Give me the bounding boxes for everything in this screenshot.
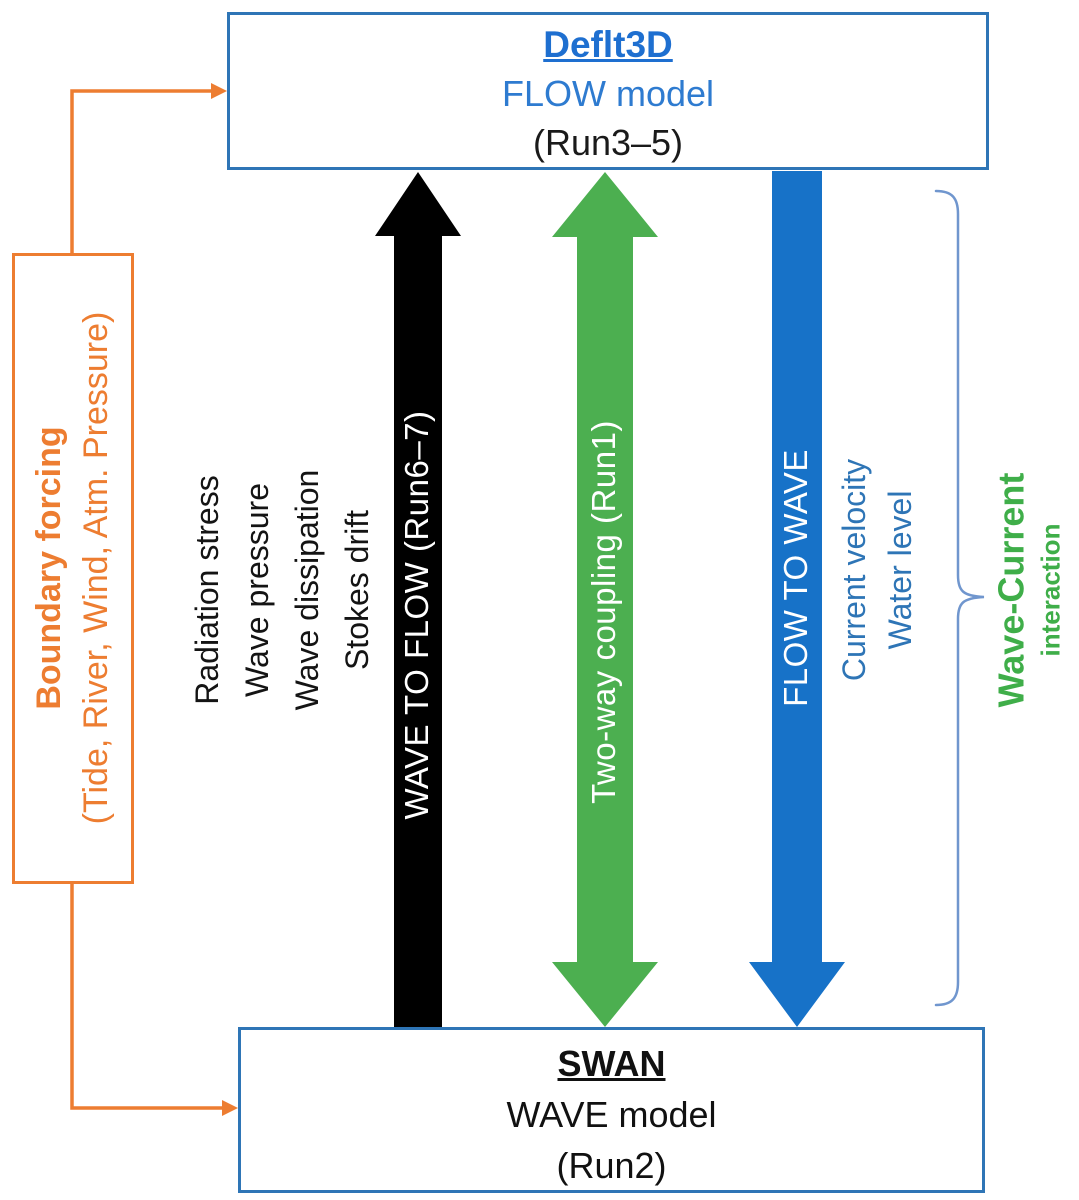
transfer-radiation-stress: Radiation stress [189, 475, 225, 705]
two-way-coupling-arrow [552, 172, 658, 1027]
wave-to-flow-arrow [375, 172, 461, 1027]
flow-box-run-label: (Run3–5) [532, 122, 684, 163]
flow-box-subtitle: FLOW model [501, 73, 715, 114]
wave-current-title: Wave-Current [990, 472, 1032, 708]
transfer-water-level: Water level [882, 490, 918, 650]
wave-model-box: SWAN WAVE model (Run2) [238, 1027, 985, 1193]
boundary-to-wave-connector [70, 884, 225, 1110]
two-way-coupling-label: Two-way coupling (Run1) [585, 420, 622, 804]
boundary-forcing-text: Boundary forcing (Tide, River, Wind, Atm… [26, 312, 120, 825]
boundary-to-flow-connector [70, 89, 214, 253]
flow-to-wave-transfers: Current velocity Water level [831, 459, 923, 681]
wave-to-flow-transfers: Radiation stress Wave pressure Wave diss… [182, 470, 382, 711]
wave-current-subtitle: interaction [1035, 523, 1066, 657]
flow-to-wave-arrow [749, 171, 845, 1027]
boundary-to-wave-arrowhead [222, 1100, 238, 1116]
boundary-forcing-box [12, 253, 134, 884]
transfer-wave-pressure: Wave pressure [239, 483, 275, 698]
boundary-forcing-title: Boundary forcing [30, 426, 68, 710]
boundary-to-flow-arrowhead [211, 83, 227, 99]
wave-box-subtitle: WAVE model [506, 1094, 717, 1135]
wave-box-title: SWAN [557, 1043, 666, 1084]
wave-box-run-label: (Run2) [556, 1145, 667, 1186]
flow-box-title: Deflt3D [543, 24, 673, 65]
wave-current-annotation: Wave-Current interaction [989, 473, 1068, 708]
transfer-wave-dissipation: Wave dissipation [289, 469, 325, 711]
transfer-current-velocity: Current velocity [836, 458, 872, 682]
transfer-stokes-drift: Stokes drift [339, 509, 375, 671]
flow-model-box: Deflt3D FLOW model (Run3–5) [227, 12, 989, 170]
flow-to-wave-label: FLOW TO WAVE [777, 449, 814, 707]
wave-current-brace [934, 189, 985, 1007]
boundary-forcing-subtitle: (Tide, River, Wind, Atm. Pressure) [77, 311, 115, 825]
wave-to-flow-label: WAVE TO FLOW (Run6–7) [398, 410, 435, 820]
